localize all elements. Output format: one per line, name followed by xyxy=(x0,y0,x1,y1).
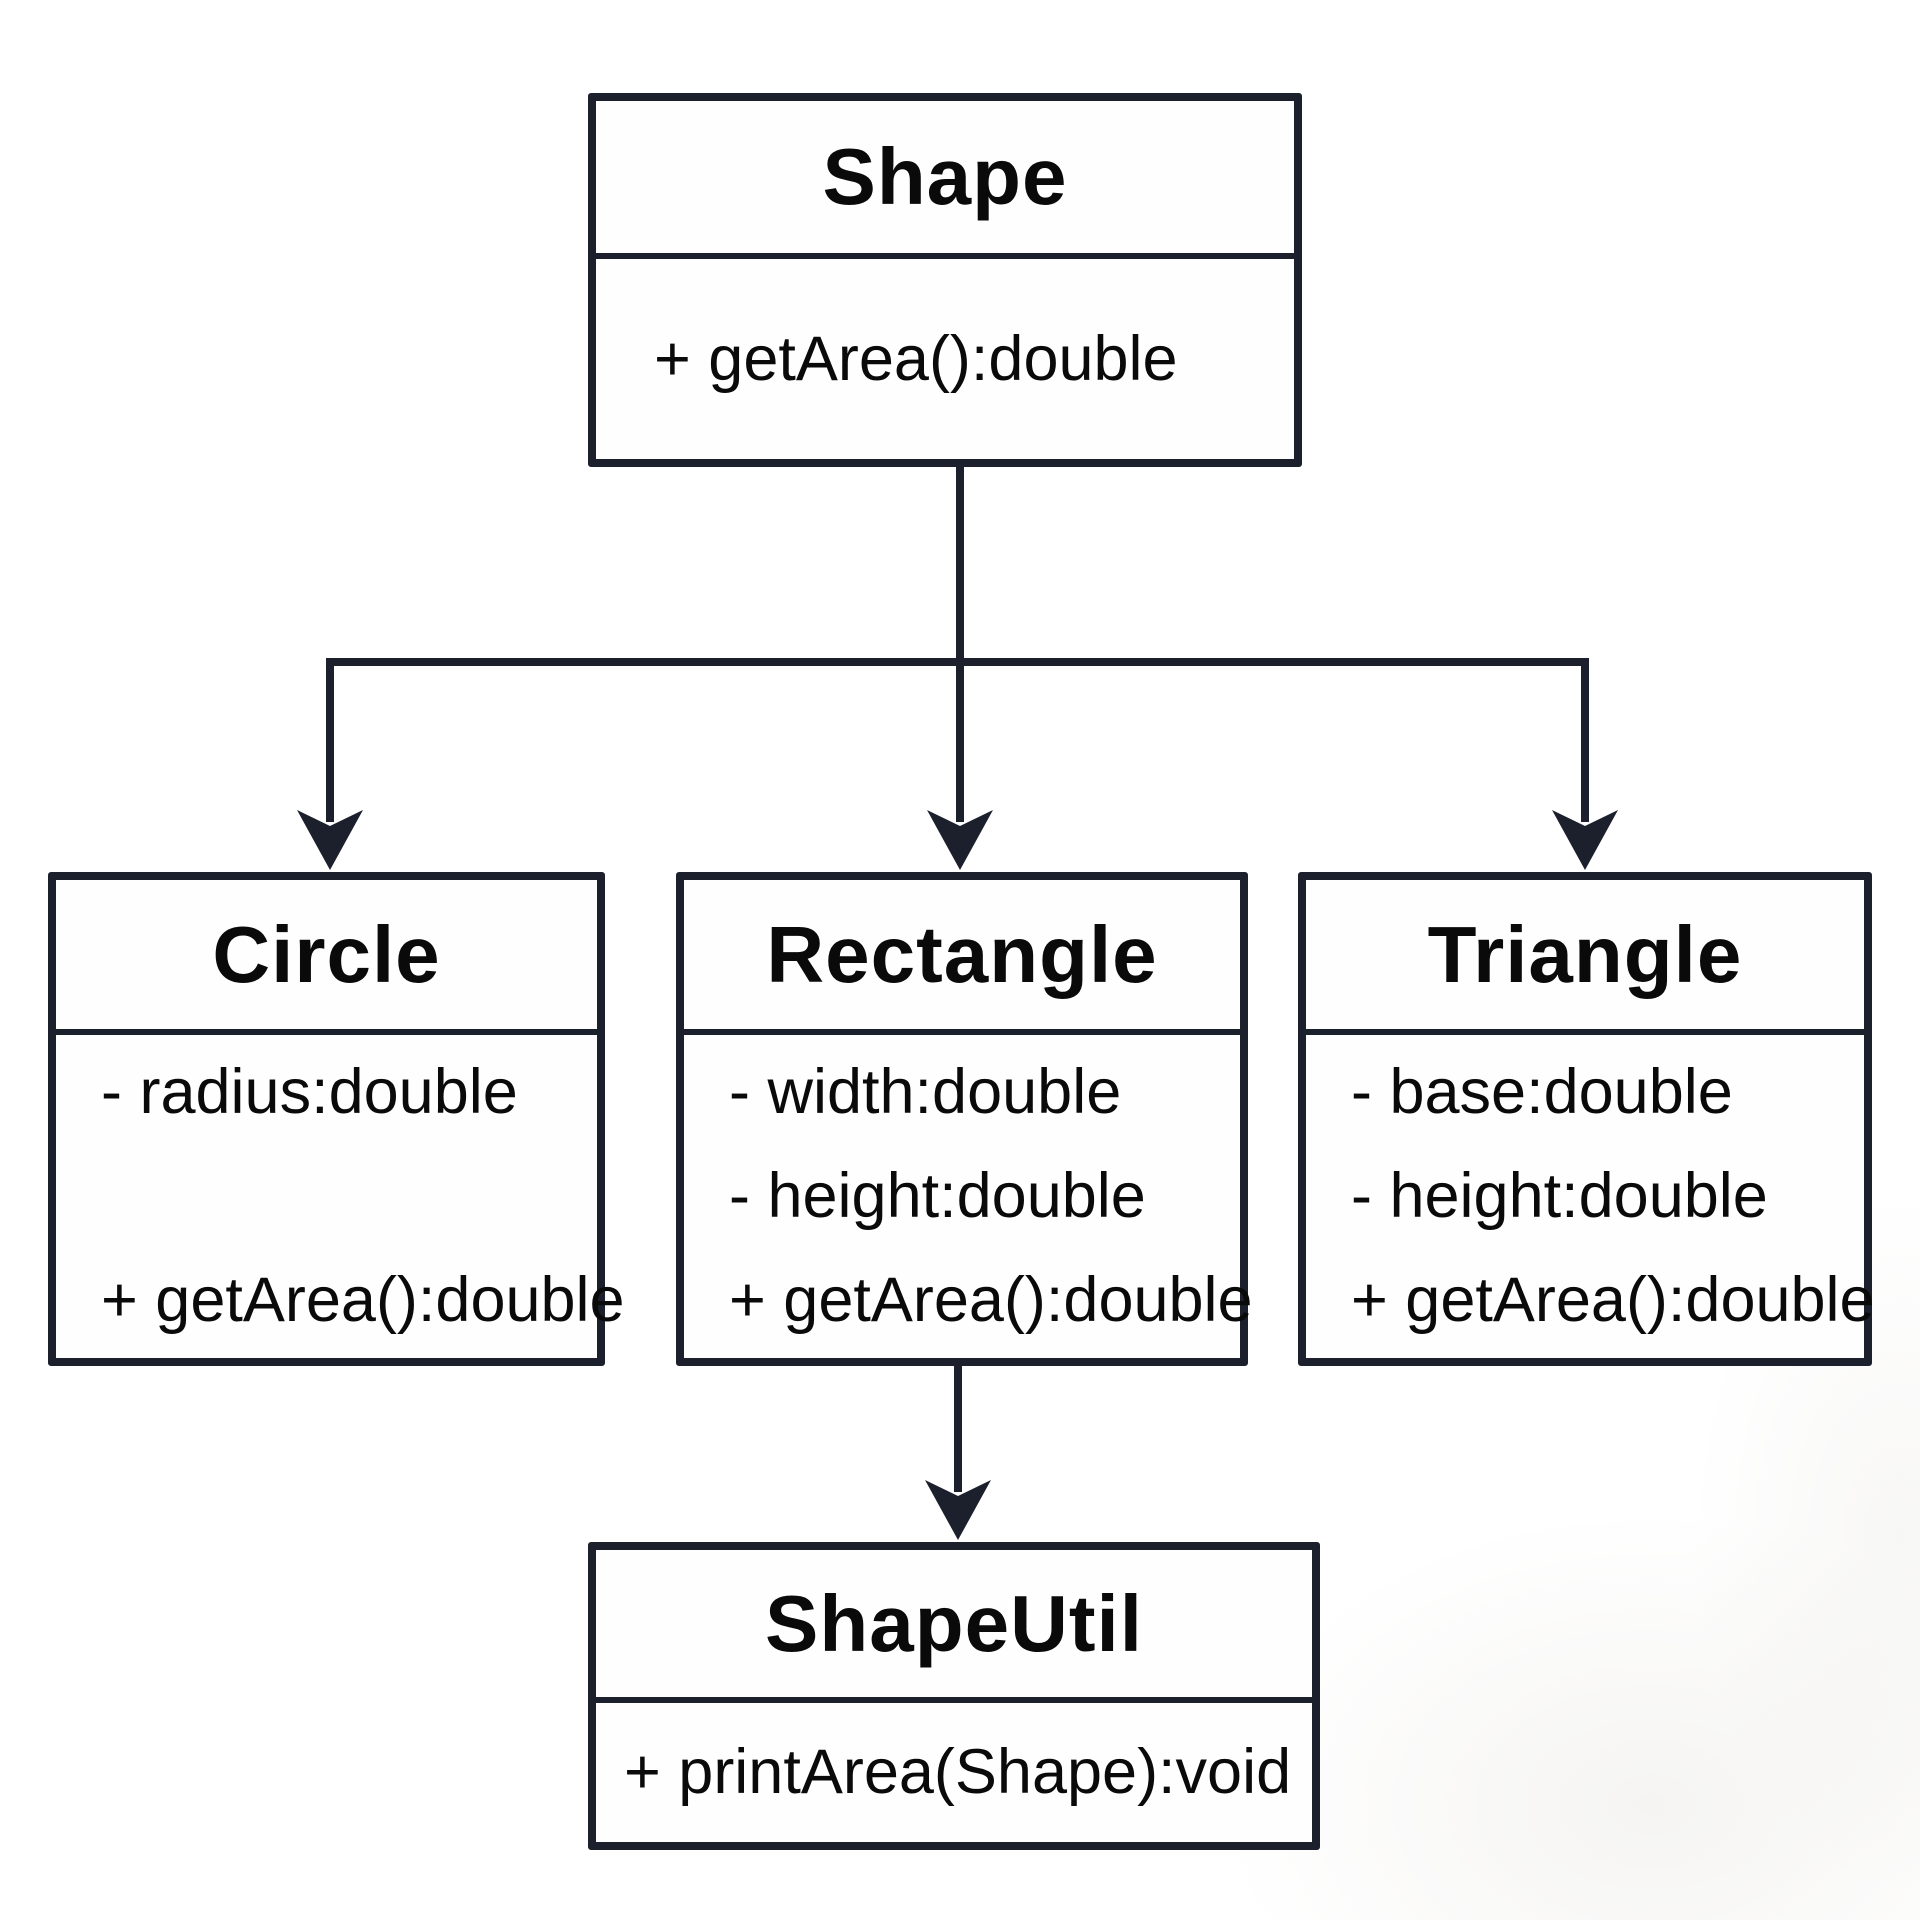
attribute-circle-radius: - radius:double xyxy=(101,1057,518,1128)
method-shapeutil-printarea: + printArea(Shape):void xyxy=(624,1737,1292,1807)
attribute-triangle-base: - base:double xyxy=(1351,1057,1733,1128)
class-box-circle: Circle - radius:double + getArea():doubl… xyxy=(48,872,625,1366)
arrowhead-circle xyxy=(297,810,363,870)
attribute-triangle-height: - height:double xyxy=(1351,1161,1768,1231)
member-spacer xyxy=(56,1145,587,1249)
method-circle-getarea: + getArea():double xyxy=(101,1264,625,1335)
class-box-shapeutil: ShapeUtil + printArea(Shape):void xyxy=(588,1542,1320,1850)
class-members-circle: - radius:double + getArea():double xyxy=(56,1035,625,1358)
class-members-shapeutil: + printArea(Shape):void xyxy=(596,1703,1312,1842)
class-title-triangle: Triangle xyxy=(1306,880,1864,1035)
class-members-rectangle: - width:double - height:double + getArea… xyxy=(684,1035,1253,1358)
class-title-circle: Circle xyxy=(56,880,597,1035)
arrowhead-triangle xyxy=(1552,810,1618,870)
arrowhead-shapeutil xyxy=(925,1480,991,1540)
arrowhead-rectangle xyxy=(927,810,993,870)
class-members-shape: + getArea():double xyxy=(596,259,1294,459)
class-title-rectangle: Rectangle xyxy=(684,880,1240,1035)
class-title-shape: Shape xyxy=(596,101,1294,259)
class-members-triangle: - base:double - height:double + getArea(… xyxy=(1306,1035,1875,1358)
class-box-rectangle: Rectangle - width:double - height:double… xyxy=(676,872,1253,1366)
method-shape-getarea: + getArea():double xyxy=(654,323,1178,394)
attribute-rectangle-width: - width:double xyxy=(729,1057,1122,1128)
method-triangle-getarea: + getArea():double xyxy=(1351,1264,1875,1335)
attribute-rectangle-height: - height:double xyxy=(729,1161,1146,1231)
class-title-shapeutil: ShapeUtil xyxy=(596,1550,1312,1703)
class-box-triangle: Triangle - base:double - height:double +… xyxy=(1298,872,1875,1366)
method-rectangle-getarea: + getArea():double xyxy=(729,1264,1253,1335)
class-box-shape: Shape + getArea():double xyxy=(588,93,1302,467)
